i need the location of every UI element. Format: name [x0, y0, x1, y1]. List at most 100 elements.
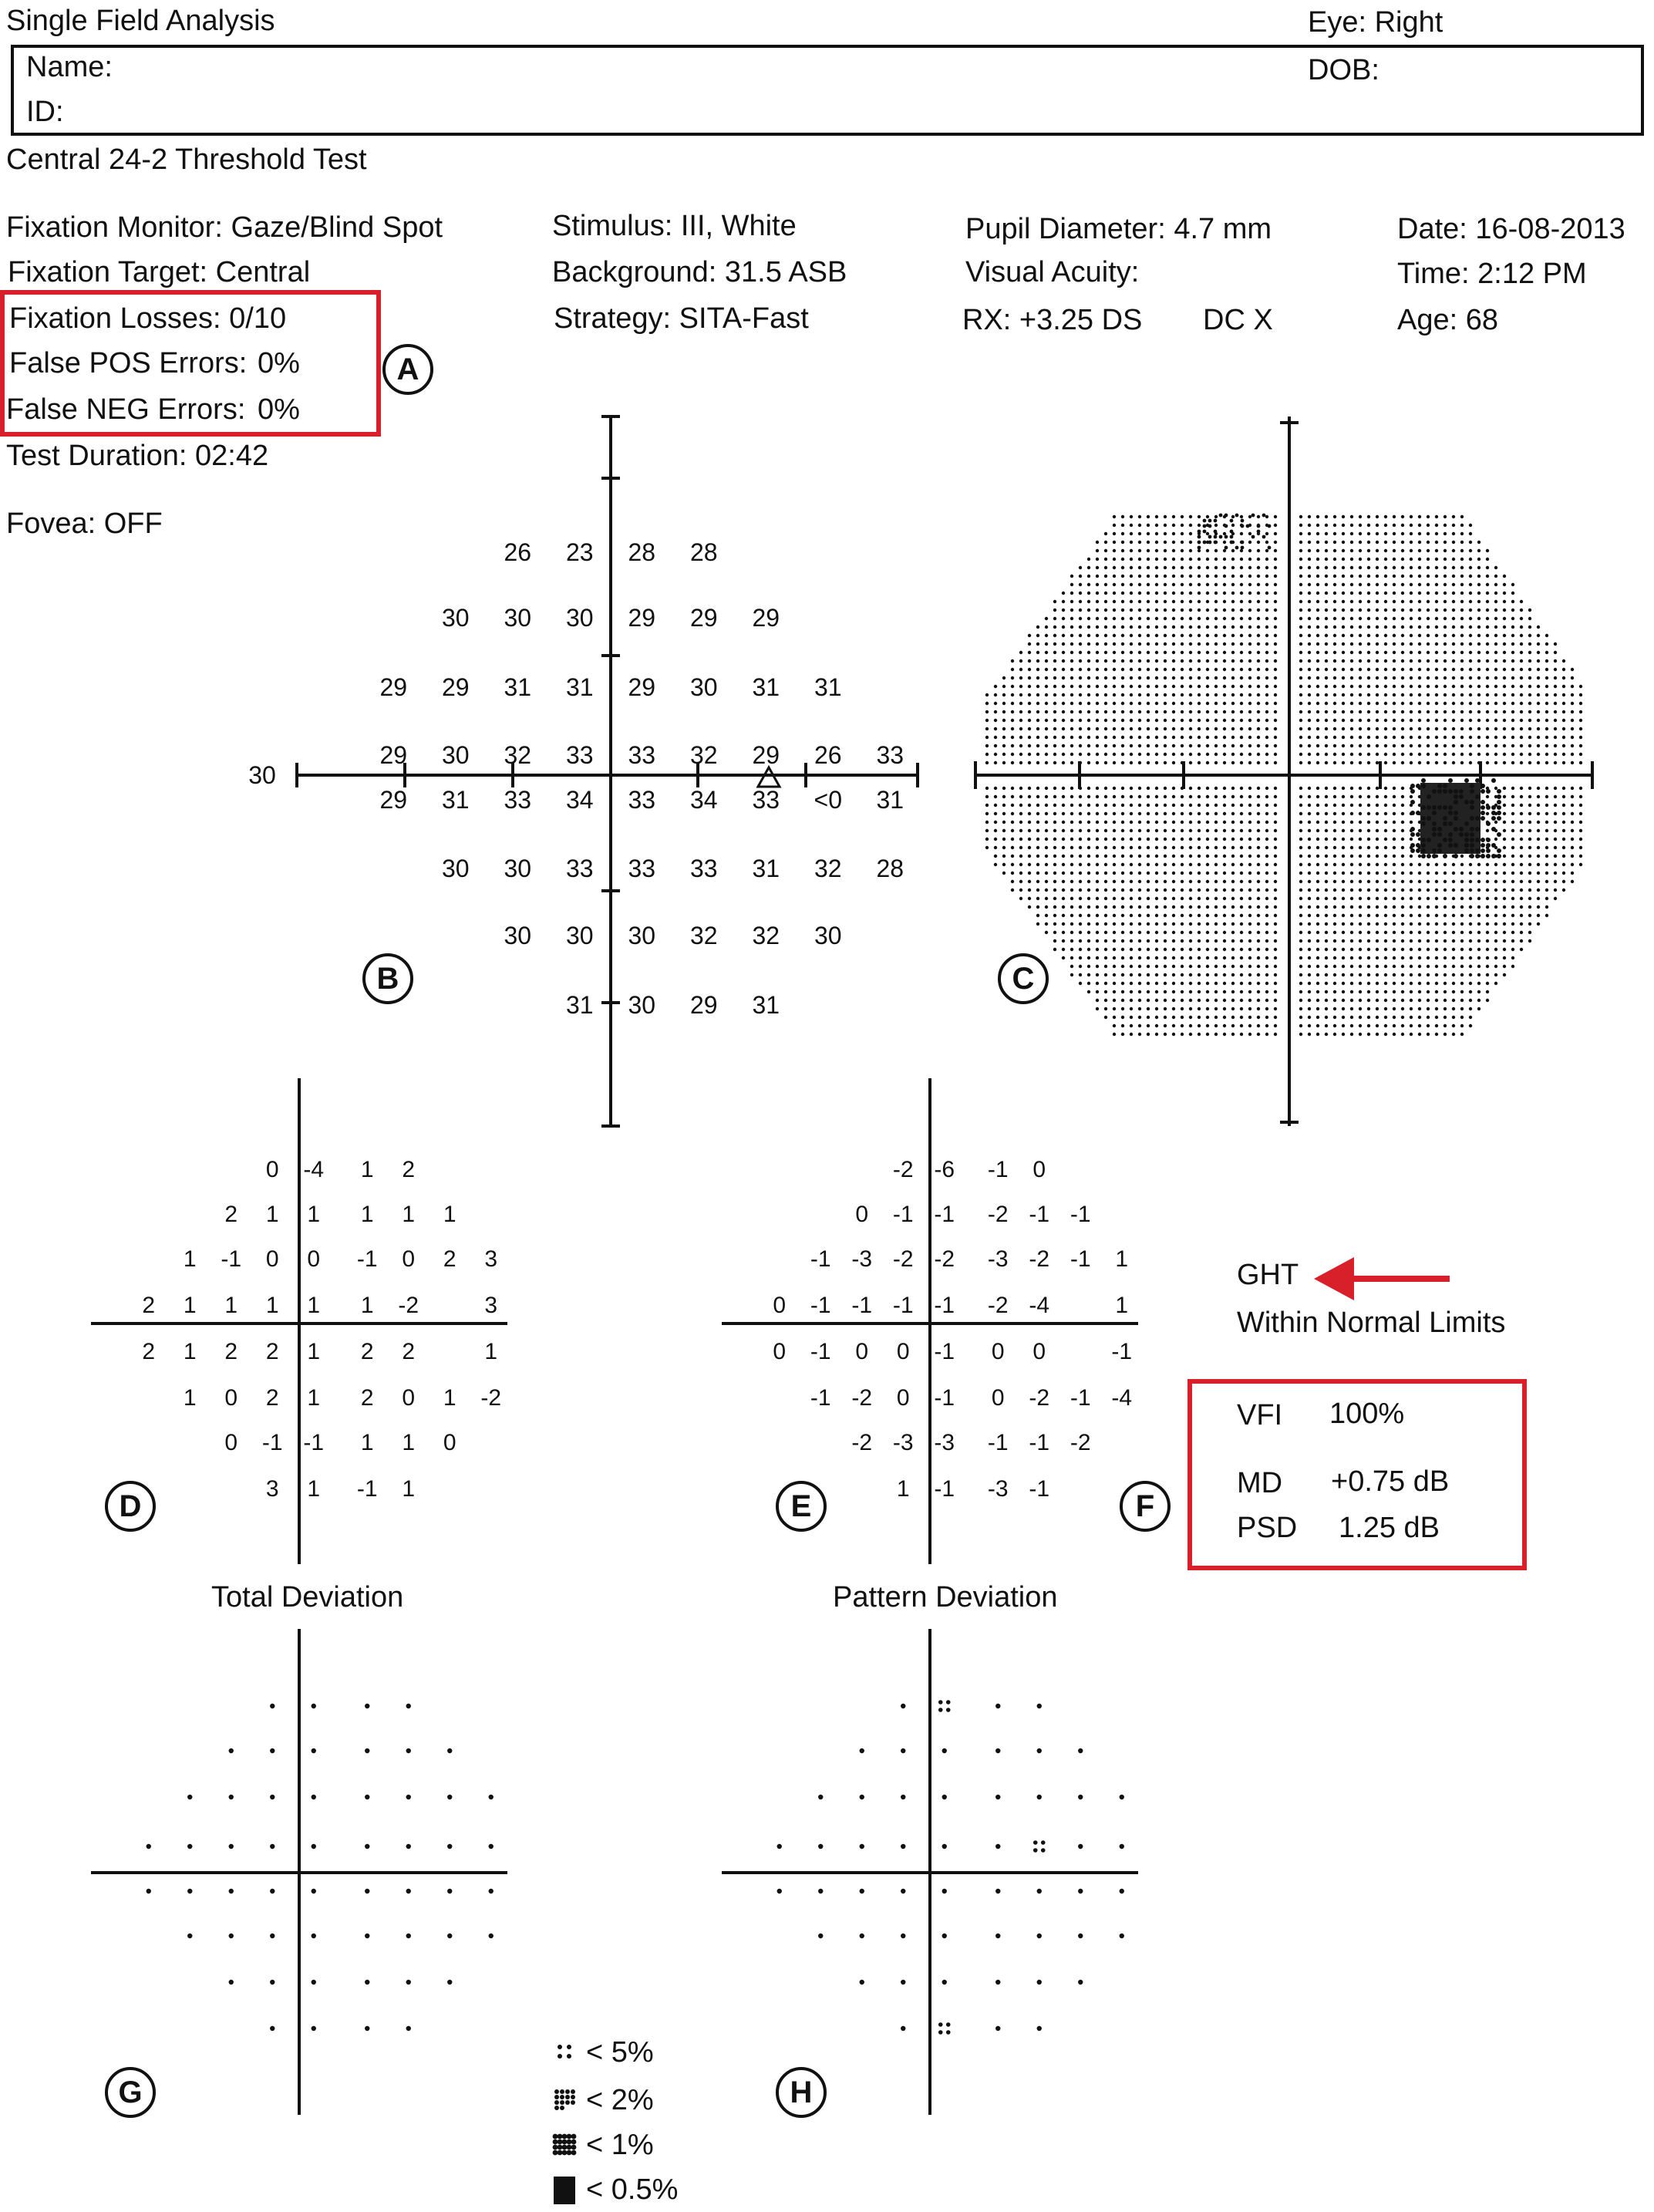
grayscale-dot	[1452, 592, 1455, 595]
grayscale-dot	[1579, 761, 1582, 764]
grayscale-dot	[1155, 566, 1158, 569]
grayscale-dense-dot	[1437, 805, 1442, 810]
grayscale-dot	[1265, 863, 1268, 866]
grayscale-dense-dot	[1208, 524, 1212, 528]
grayscale-dot	[1121, 702, 1124, 705]
grayscale-dot	[1181, 736, 1184, 739]
grayscale-dot	[1316, 1024, 1319, 1027]
grayscale-dot	[1045, 727, 1048, 730]
grayscale-dot	[1096, 982, 1099, 985]
grayscale-dot	[1189, 515, 1192, 518]
grayscale-dot	[1062, 609, 1065, 612]
grayscale-dot	[1155, 821, 1158, 824]
grayscale-dot	[1164, 990, 1167, 993]
grayscale-dense-dot	[1486, 843, 1491, 848]
grayscale-dot	[1223, 736, 1226, 739]
grayscale-dot	[1113, 931, 1116, 934]
grayscale-dot	[1138, 549, 1141, 552]
grayscale-dot	[1545, 863, 1548, 866]
grayscale-dot	[1435, 931, 1438, 934]
grayscale-dot	[1248, 973, 1251, 976]
grayscale-dot	[1443, 583, 1447, 586]
grayscale-dot	[1214, 795, 1218, 798]
grayscale-dense-dot	[1262, 535, 1266, 539]
grayscale-dot	[1274, 965, 1277, 968]
grayscale-dot	[1096, 956, 1099, 959]
total-deviation-value: 1	[266, 1293, 279, 1318]
grayscale-dot	[1367, 1007, 1370, 1010]
grayscale-dot	[1138, 804, 1141, 807]
grayscale-dot	[1537, 855, 1540, 858]
grayscale-dot	[1138, 727, 1141, 730]
grayscale-dot	[1130, 609, 1133, 612]
grayscale-dot	[1393, 821, 1396, 824]
grayscale-dot	[1053, 609, 1056, 612]
pattern-deviation-prob-dot	[1120, 1889, 1124, 1893]
grayscale-dot	[1299, 990, 1302, 993]
grayscale-dense-dot	[1491, 843, 1496, 848]
grayscale-dot	[1096, 719, 1099, 722]
grayscale-dot	[1401, 558, 1404, 561]
grayscale-dot	[1443, 659, 1447, 663]
grayscale-dot	[1189, 549, 1192, 552]
pattern-deviation-value: -1	[934, 1339, 955, 1364]
grayscale-dot	[1172, 965, 1175, 968]
grayscale-dot	[1113, 634, 1116, 637]
grayscale-dot	[1130, 872, 1133, 875]
grayscale-dot	[1350, 863, 1353, 866]
grayscale-dot	[1113, 965, 1116, 968]
grayscale-dot	[1223, 812, 1226, 815]
grayscale-dot	[1257, 642, 1260, 646]
grayscale-dot	[1113, 583, 1116, 586]
grayscale-dot	[1223, 659, 1226, 663]
grayscale-dot	[1316, 829, 1319, 832]
grayscale-dot	[1469, 549, 1472, 552]
grayscale-dot	[1147, 651, 1150, 654]
grayscale-dot	[1079, 855, 1082, 858]
grayscale-dot	[1443, 625, 1447, 629]
grayscale-dot	[1231, 727, 1235, 730]
grayscale-dot	[1333, 1016, 1336, 1019]
threshold-value: 33	[876, 741, 904, 769]
threshold-value: 34	[690, 786, 718, 814]
grayscale-dot	[1469, 541, 1472, 544]
grayscale-dot	[1579, 787, 1582, 790]
grayscale-dot	[1104, 592, 1107, 595]
grayscale-dot	[1477, 897, 1481, 900]
grayscale-dot	[1231, 549, 1235, 552]
grayscale-dot	[1223, 846, 1226, 849]
grayscale-dot	[1198, 990, 1201, 993]
grayscale-dot	[1333, 727, 1336, 730]
grayscale-dot	[1503, 787, 1506, 790]
grayscale-dot	[1214, 524, 1218, 527]
grayscale-dot	[1350, 999, 1353, 1002]
grayscale-dot	[1401, 761, 1404, 764]
grayscale-dot	[1376, 625, 1379, 629]
grayscale-dot	[1257, 965, 1260, 968]
grayscale-dot	[1571, 846, 1574, 849]
grayscale-dot	[1494, 566, 1497, 569]
grayscale-dot	[1096, 914, 1099, 917]
grayscale-dot	[1469, 973, 1472, 976]
grayscale-dot	[1333, 617, 1336, 620]
grayscale-dot	[1554, 846, 1557, 849]
grayscale-dot	[1121, 914, 1124, 917]
grayscale-dot	[1206, 829, 1209, 832]
grayscale-dot	[1520, 753, 1523, 756]
grayscale-dot	[1401, 956, 1404, 959]
grayscale-dot	[1367, 956, 1370, 959]
grayscale-dot	[1325, 642, 1328, 646]
grayscale-dot	[1113, 999, 1116, 1002]
grayscale-dot	[1198, 838, 1201, 841]
pattern-deviation-value: -1	[934, 1202, 955, 1227]
grayscale-dot	[1503, 600, 1506, 603]
grayscale-dot	[1528, 693, 1531, 696]
grayscale-dot	[1367, 787, 1370, 790]
grayscale-dot	[1316, 914, 1319, 917]
grayscale-dot	[1427, 676, 1430, 679]
grayscale-dot	[1189, 965, 1192, 968]
grayscale-dot	[1376, 795, 1379, 798]
grayscale-dot	[1469, 889, 1472, 892]
grayscale-dot	[1443, 693, 1447, 696]
grayscale-dot	[1274, 939, 1277, 942]
